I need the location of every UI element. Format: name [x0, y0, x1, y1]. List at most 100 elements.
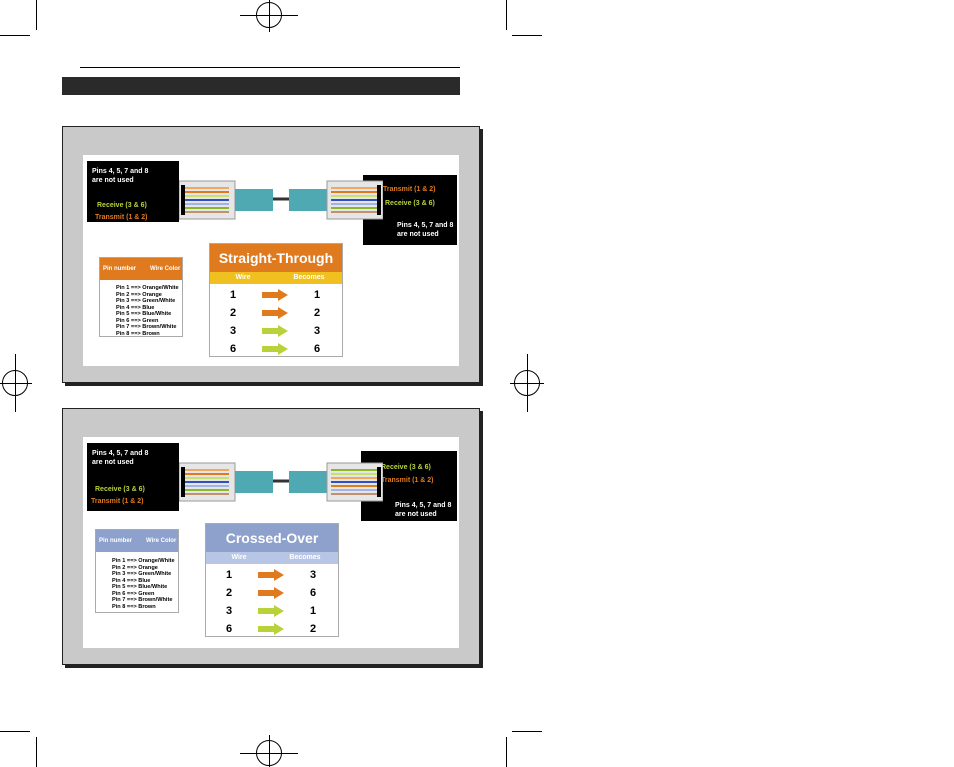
- cable-body: [235, 189, 327, 211]
- transmit-label-right: Transmit (1 & 2): [381, 477, 434, 484]
- receive-label-right: Receive (3 & 6): [385, 200, 435, 207]
- registration-mark-line: [527, 354, 528, 412]
- wire-column-header: Wire: [235, 274, 251, 281]
- note-line: Pins 4, 5, 7 and 8: [92, 450, 149, 457]
- arrow-icon: [262, 307, 288, 319]
- arrow-icon: [258, 605, 284, 617]
- becomes-value: 3: [313, 325, 321, 337]
- pin-row: Pin 5 ==> Blue/White: [116, 311, 172, 317]
- note-line: are not used: [395, 511, 437, 518]
- becomes-value: 3: [309, 569, 317, 581]
- pin-table-header: Pin number Wire Color: [96, 530, 178, 552]
- pin-number-header: Pin number: [99, 538, 133, 544]
- wire-value: 2: [225, 587, 233, 599]
- receive-label-left: Receive (3 & 6): [95, 486, 145, 493]
- note-line: are not used: [92, 459, 134, 466]
- crop-mark: [0, 35, 30, 36]
- arrow-icon: [262, 343, 288, 355]
- header-bar: [62, 77, 460, 95]
- pin-number-header: Pin number: [103, 266, 137, 272]
- pin-row: Pin 6 ==> Green: [112, 590, 155, 597]
- map-rows: 1 3 2 6 3 1 6 2: [206, 564, 338, 638]
- becomes-value: 6: [309, 587, 317, 599]
- pin-list: Pin 1 ==> Orange/White Pin 2 ==> Orange …: [100, 280, 182, 337]
- pin-row: Pin 1 ==> Orange/White: [116, 285, 179, 291]
- crop-mark: [36, 0, 37, 30]
- pin-row: Pin 3 ==> Green/White: [116, 298, 176, 304]
- becomes-value: 1: [313, 289, 321, 301]
- left-connector: [179, 462, 236, 502]
- map-row: 1 3: [206, 566, 338, 584]
- registration-mark-line: [15, 354, 16, 412]
- map-row: 6 2: [206, 620, 338, 638]
- map-rows: 1 1 2 2 3 3 6 6: [210, 284, 342, 358]
- becomes-column-header: Becomes: [293, 274, 325, 281]
- becomes-value: 1: [309, 605, 317, 617]
- arrow-icon: [258, 587, 284, 599]
- registration-mark-line: [269, 0, 270, 32]
- crop-mark: [506, 737, 507, 767]
- crossed-cable-illustration: [179, 462, 383, 502]
- wire-value: 6: [225, 623, 233, 635]
- wire-column-header: Wire: [231, 554, 247, 561]
- receive-label-left: Receive (3 & 6): [97, 202, 147, 209]
- pin-row: Pin 4 ==> Blue: [116, 304, 155, 311]
- arrow-icon: [262, 325, 288, 337]
- pin-row: Pin 4 ==> Blue: [112, 577, 151, 584]
- note-line: are not used: [92, 177, 134, 184]
- straight-through-map: Straight-Through Wire Becomes 1 1 2 2 3: [209, 243, 343, 357]
- note-line: are not used: [397, 231, 439, 238]
- map-row: 2 6: [206, 584, 338, 602]
- map-title: Crossed-Over: [206, 524, 338, 552]
- crop-mark: [512, 731, 542, 732]
- transmit-label-left: Transmit (1 & 2): [95, 214, 148, 221]
- wire-value: 3: [229, 325, 237, 337]
- pin-color-table: Pin number Wire Color Pin 1 ==> Orange/W…: [99, 257, 183, 337]
- map-row: 6 6: [210, 340, 342, 358]
- note-line: Pins 4, 5, 7 and 8: [92, 168, 149, 175]
- note-line: Pins 4, 5, 7 and 8: [397, 222, 454, 229]
- arrow-icon: [262, 289, 288, 301]
- wire-value: 1: [225, 569, 233, 581]
- becomes-value: 6: [313, 343, 321, 355]
- arrow-icon: [258, 623, 284, 635]
- wire-value: 2: [229, 307, 237, 319]
- crop-mark: [512, 35, 542, 36]
- right-connector: [326, 462, 383, 502]
- becomes-value: 2: [309, 623, 317, 635]
- wire-color-header: Wire Color: [150, 266, 181, 272]
- straight-through-diagram: Pins 4, 5, 7 and 8 are not used Receive …: [83, 155, 459, 366]
- pin-row: Pin 3 ==> Green/White: [112, 571, 172, 577]
- map-subheader: Wire Becomes: [210, 272, 342, 284]
- crop-mark: [0, 731, 30, 732]
- pin-row: Pin 7 ==> Brown/White: [116, 324, 177, 330]
- map-row: 2 2: [210, 304, 342, 322]
- pin-list: Pin 1 ==> Orange/White Pin 2 ==> Orange …: [96, 552, 178, 610]
- map-subheader: Wire Becomes: [206, 552, 338, 564]
- straight-cable-illustration: [179, 180, 383, 220]
- pin-row: Pin 7 ==> Brown/White: [112, 597, 173, 603]
- pin-color-table: Pin number Wire Color Pin 1 ==> Orange/W…: [95, 529, 179, 613]
- registration-mark-line: [269, 735, 270, 767]
- wire-value: 6: [229, 343, 237, 355]
- arrow-icon: [258, 569, 284, 581]
- left-connector: [179, 180, 236, 220]
- left-note-box: Pins 4, 5, 7 and 8 are not used Receive …: [87, 161, 179, 222]
- map-row: 1 1: [210, 286, 342, 304]
- map-title: Straight-Through: [210, 244, 342, 272]
- crossed-over-diagram: Pins 4, 5, 7 and 8 are not used Receive …: [83, 437, 459, 648]
- crossed-over-panel: Pins 4, 5, 7 and 8 are not used Receive …: [62, 408, 480, 665]
- pin-row: Pin 2 ==> Orange: [112, 564, 158, 571]
- pin-row: Pin 6 ==> Green: [116, 317, 159, 324]
- note-line: Pins 4, 5, 7 and 8: [395, 502, 452, 509]
- pin-row: Pin 8 ==> Brown: [112, 603, 156, 610]
- pin-row: Pin 5 ==> Blue/White: [112, 584, 168, 590]
- wire-value: 1: [229, 289, 237, 301]
- map-row: 3 3: [210, 322, 342, 340]
- transmit-label-right: Transmit (1 & 2): [383, 186, 436, 193]
- right-connector: [326, 180, 383, 220]
- pin-row: Pin 2 ==> Orange: [116, 291, 162, 298]
- left-note-box: Pins 4, 5, 7 and 8 are not used Receive …: [87, 443, 179, 511]
- map-row: 3 1: [206, 602, 338, 620]
- becomes-column-header: Becomes: [289, 554, 321, 561]
